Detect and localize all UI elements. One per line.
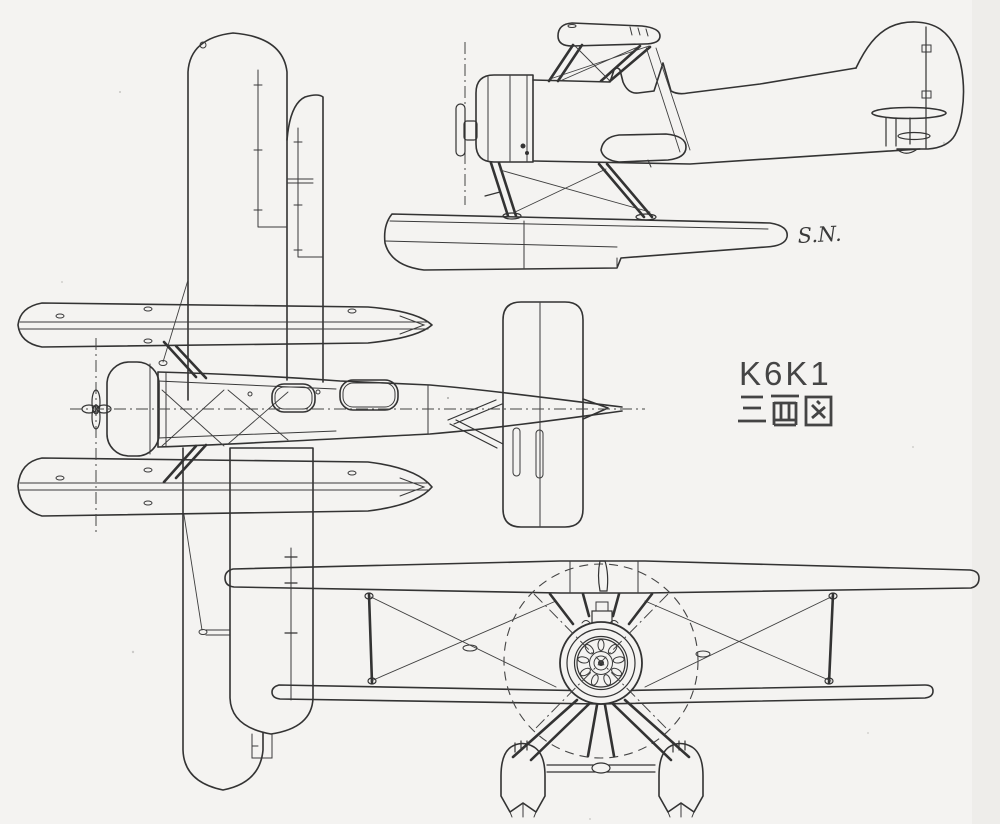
front-right-float	[658, 740, 704, 818]
side-propeller	[455, 42, 478, 205]
side-upper-wing	[557, 22, 661, 47]
paper-texture	[61, 0, 1000, 824]
plan-tailplane	[502, 301, 584, 528]
plan-port-upper-wing	[187, 32, 288, 401]
front-radial-engine	[576, 638, 626, 688]
plan-starboard-lower-wing	[229, 447, 314, 759]
plan-port-bracing-wire	[162, 279, 189, 363]
aircraft-designation-label: K6K1	[739, 355, 832, 392]
front-lower-wing	[271, 684, 934, 705]
plan-starboard-float	[17, 457, 433, 517]
side-lower-wing	[600, 133, 687, 168]
side-fuselage	[532, 62, 921, 165]
front-propeller-disc	[503, 560, 699, 759]
plan-starboard-bracing-wire	[183, 514, 203, 631]
front-view	[224, 560, 980, 818]
caption-ja-glyphs	[738, 394, 833, 427]
captions: K6K1 S.N.	[738, 222, 842, 427]
front-cabane-struts	[548, 592, 654, 626]
side-float-struts	[484, 161, 657, 221]
plan-starboard-upper-wing	[182, 447, 264, 791]
front-upper-wing	[224, 560, 980, 594]
plan-view	[17, 32, 645, 791]
front-flying-wires	[370, 596, 832, 688]
side-view	[383, 21, 965, 271]
plan-port-lower-wing	[286, 94, 324, 383]
side-fin-rudder	[855, 21, 965, 150]
side-main-float	[383, 213, 788, 271]
front-float-struts	[511, 698, 691, 774]
front-interplane-struts	[364, 592, 838, 685]
artist-signature: S.N.	[797, 222, 842, 248]
side-cabane-struts	[547, 43, 691, 153]
side-engine-cowling	[475, 74, 534, 163]
front-left-float	[500, 740, 546, 818]
side-tailplane	[871, 106, 947, 147]
plan-port-float	[17, 302, 433, 348]
